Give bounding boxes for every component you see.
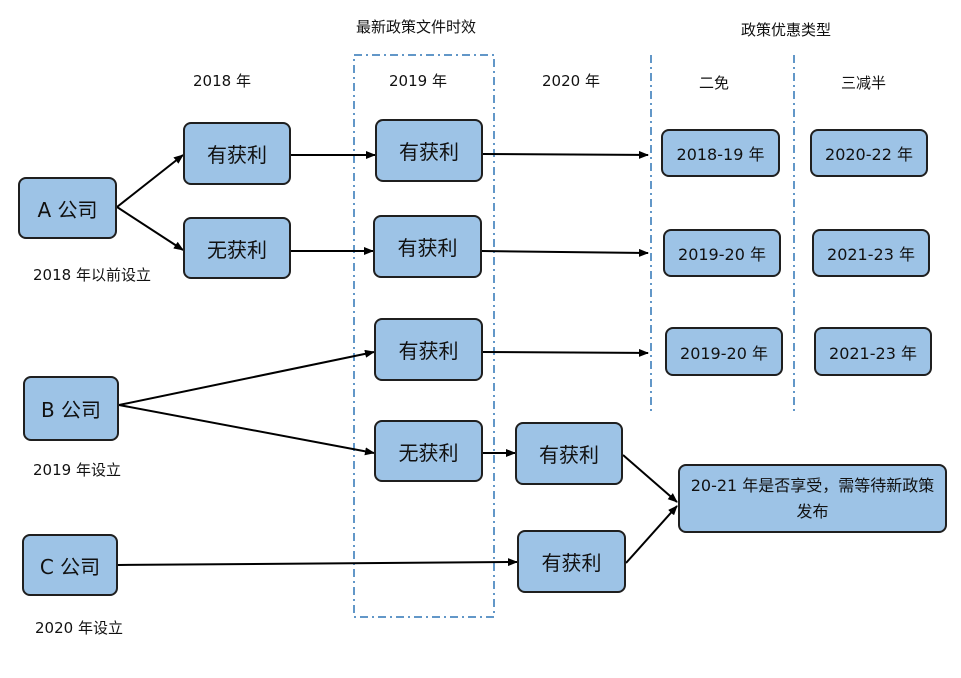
benefit-row2-exempt: 2019-20 年 (663, 229, 781, 277)
company-c-box: C 公司 (22, 534, 118, 596)
arrow-2019-top-to-benefit (482, 150, 649, 159)
pending-policy-note: 20-21 年是否享受，需等待新政策发布 (678, 464, 947, 533)
company-c-note: 2020 年设立 (35, 619, 123, 637)
state-a-2019-top: 有获利 (375, 119, 483, 182)
benefit-row3-halve: 2021-23 年 (814, 327, 932, 376)
arrow-c-2020-to-note (625, 505, 678, 564)
state-a-2018-noprofit: 无获利 (183, 217, 291, 279)
arrow-2019-second-to-benefit (481, 248, 649, 257)
state-b-2019-profit: 有获利 (374, 318, 483, 381)
arrow-a-to-2018-profit (116, 154, 184, 208)
company-b-box: B 公司 (23, 376, 119, 441)
state-c-2020-profit: 有获利 (517, 530, 626, 593)
header-year-2020: 2020 年 (542, 72, 600, 90)
arrow-b-to-2019-profit (118, 349, 375, 406)
header-year-2018: 2018 年 (193, 72, 251, 90)
state-a-2018-profit: 有获利 (183, 122, 291, 185)
header-latest-policy: 最新政策文件时效 (356, 18, 477, 36)
benefit-row1-exempt: 2018-19 年 (661, 129, 780, 177)
arrow-a-to-2018-noprofit (116, 206, 184, 251)
state-b-2020-profit: 有获利 (515, 422, 623, 485)
header-exempt-two: 二免 (699, 74, 730, 92)
header-halve-three: 三减半 (841, 74, 887, 92)
benefit-row1-halve: 2020-22 年 (810, 129, 928, 177)
arrow-b-2020-to-note (622, 454, 678, 503)
benefit-row3-exempt: 2019-20 年 (665, 327, 783, 376)
arrow-c-to-2020-profit (117, 558, 518, 567)
benefit-row2-halve: 2021-23 年 (812, 229, 930, 277)
policy-validity-frame (353, 54, 495, 618)
state-b-2019-noprofit: 无获利 (374, 420, 483, 482)
arrow-b-to-2019-noprofit (118, 404, 375, 456)
header-year-2019: 2019 年 (389, 72, 447, 90)
header-policy-type: 政策优惠类型 (741, 21, 832, 39)
arrow-2019-b-profit-to-benefit (482, 348, 649, 357)
company-b-note: 2019 年设立 (33, 461, 121, 479)
state-a-2019-second: 有获利 (373, 215, 482, 278)
company-a-note: 2018 年以前设立 (33, 266, 151, 284)
company-a-box: A 公司 (18, 177, 117, 239)
